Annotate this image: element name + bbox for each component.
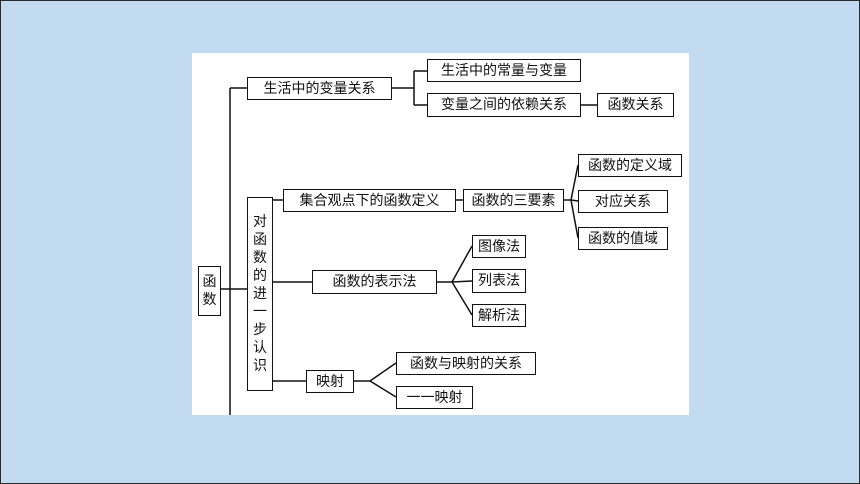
node-function-relation: 函数关系 — [597, 93, 674, 117]
node-domain: 函数的定义域 — [578, 154, 682, 177]
node-mapping: 映射 — [306, 370, 354, 393]
node-variable-dependence: 变量之间的依赖关系 — [427, 93, 581, 117]
node-table-method: 列表法 — [472, 269, 526, 293]
root-node-function: 函数 — [198, 266, 221, 316]
node-range: 函数的值域 — [578, 227, 668, 250]
node-correspondence: 对应关系 — [578, 190, 668, 213]
node-representation: 函数的表示法 — [312, 270, 437, 294]
node-life-variable-relations: 生活中的变量关系 — [247, 77, 392, 100]
node-further-understanding: 对函数的进一步认识 — [247, 197, 273, 391]
node-function-mapping-relation: 函数与映射的关系 — [396, 352, 536, 375]
node-graph-method: 图像法 — [472, 235, 526, 258]
node-set-definition: 集合观点下的函数定义 — [283, 189, 456, 212]
node-constants-and-variables: 生活中的常量与变量 — [427, 59, 581, 82]
node-one-to-one-mapping: 一一映射 — [396, 386, 473, 409]
connector-lines — [221, 70, 597, 415]
node-three-elements: 函数的三要素 — [463, 189, 564, 212]
node-formula-method: 解析法 — [472, 304, 526, 327]
concept-map-panel: 函数 生活中的变量关系 生活中的常量与变量 变量之间的依赖关系 函数关系 对函数… — [192, 53, 689, 415]
